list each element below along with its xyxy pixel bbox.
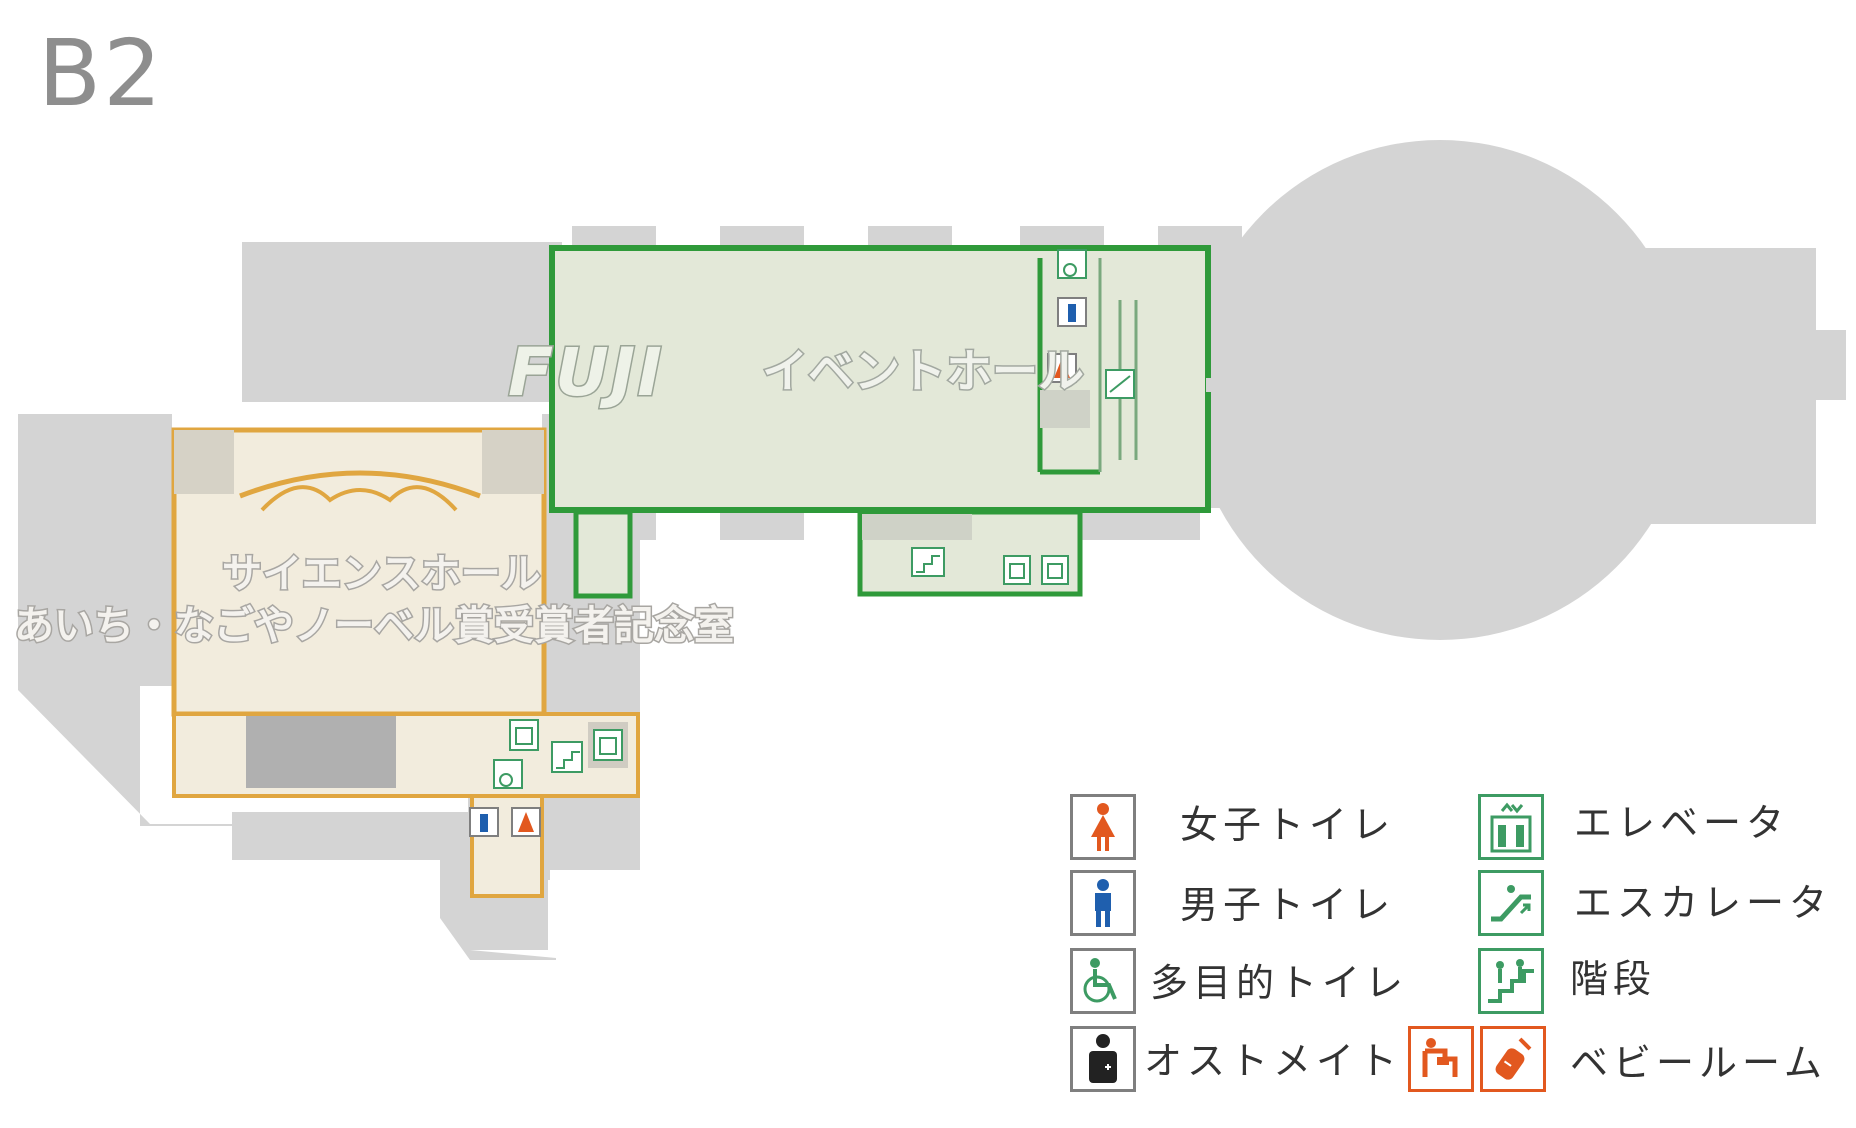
science-hall [171,427,640,898]
woman-icon [1070,794,1136,860]
legend-stairs: 階段 [1570,957,1657,1001]
floor-label: B2 [38,20,164,127]
elevator-icon [1478,794,1544,860]
legend-escalator: エスカレータ [1574,881,1833,925]
fuji-event-hall [549,245,1236,599]
fuji-hall-label: イベントホール [761,344,1086,398]
map-stairs-icon [551,741,583,773]
map-woman-icon [511,807,541,837]
legend-mens-toilet: 男子トイレ [1180,883,1396,927]
map-escalator-icon [1105,369,1135,399]
legend-ostomate: オストメイト [1144,1039,1403,1083]
legend-baby-room: ベビールーム [1570,1041,1827,1085]
science-hall-label: サイエンスホール [221,551,543,597]
map-wheelchair-icon [1057,249,1087,279]
nobel-room-label: あいち・なごやノーベル賞受賞者記念室 [13,603,736,649]
man-icon [1070,870,1136,936]
map-stairs-icon [911,547,945,577]
escalator-icon [1478,870,1544,936]
baby-room-icon [1408,1026,1474,1092]
wheelchair-icon [1070,948,1136,1014]
map-elevator-icon [1003,555,1031,585]
map-icons [469,249,1135,837]
baby-bottle-icon [1480,1026,1546,1092]
stairs-icon [1478,948,1544,1014]
legend-multipurpose-toilet: 多目的トイレ [1150,961,1409,1005]
map-man-icon [469,807,499,837]
map-elevator-icon [1041,555,1069,585]
map-wheelchair-icon [493,759,523,789]
map-woman-icon [1047,353,1077,383]
map-elevator-icon [509,719,539,751]
ostomate-icon [1070,1026,1136,1092]
map-man-icon [1057,297,1087,327]
fuji-hall-logo: FUJI [507,334,664,411]
map-elevator-icon [593,729,623,761]
legend-elevator: エレベータ [1574,801,1790,845]
legend-womens-toilet: 女子トイレ [1180,803,1396,847]
public-area [18,140,1846,960]
